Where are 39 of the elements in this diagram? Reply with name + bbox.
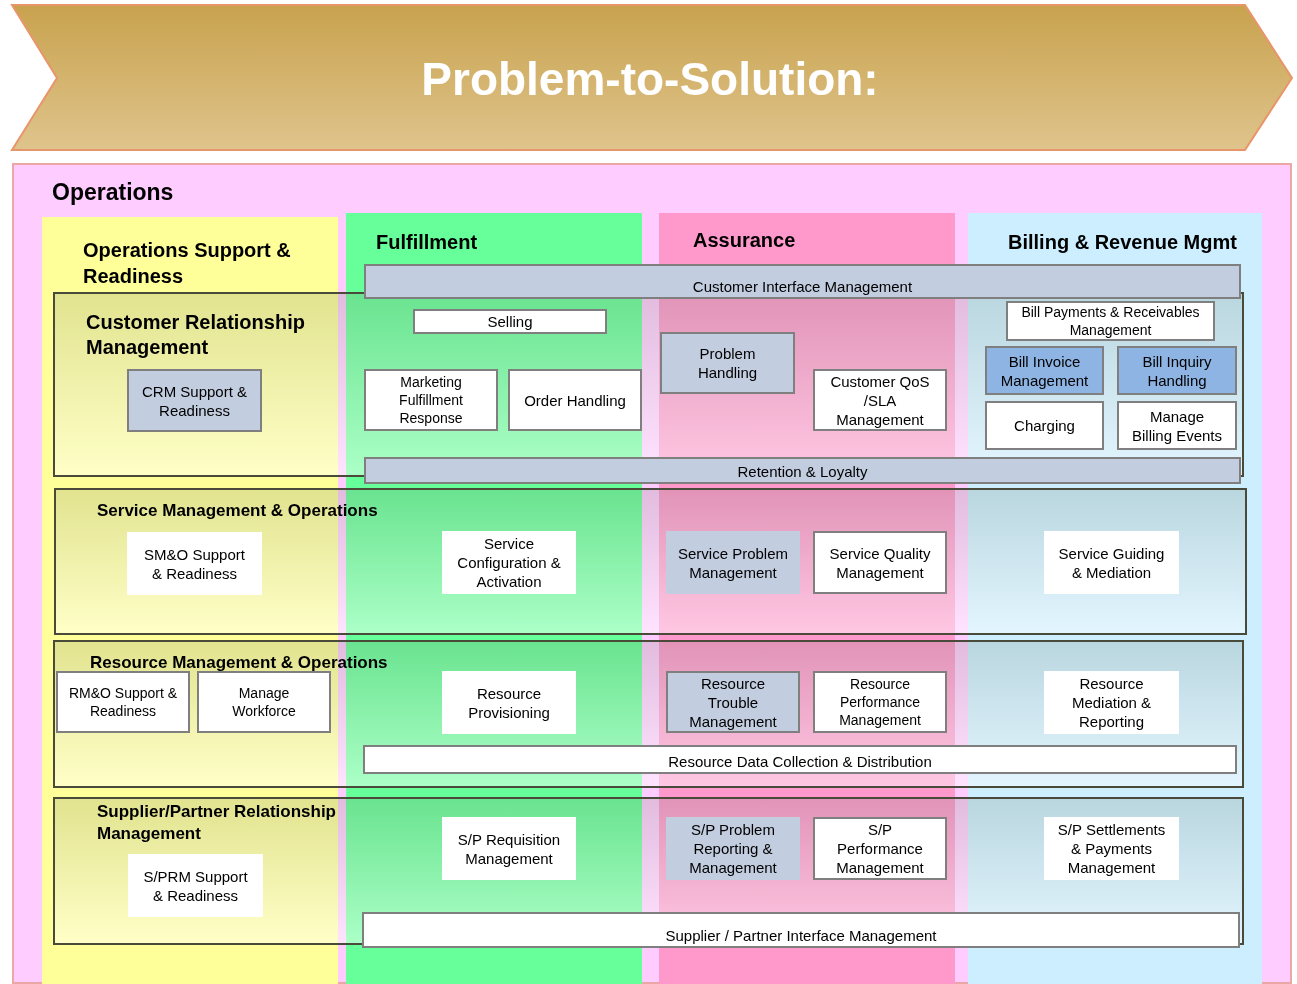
- process-box: Service Configuration & Activation: [442, 531, 576, 594]
- column-heading: Operations Support & Readiness: [83, 238, 292, 289]
- process-box: Service Problem Management: [666, 531, 800, 594]
- process-box: Bill Inquiry Handling: [1117, 346, 1237, 395]
- row-heading: Supplier/Partner Relationship Management: [97, 801, 337, 845]
- process-box: Customer QoS /SLA Management: [813, 369, 947, 431]
- process-box: Bill Invoice Management: [985, 346, 1104, 395]
- process-box: Service Quality Management: [813, 531, 947, 594]
- process-box: Order Handling: [508, 369, 642, 431]
- process-box: Selling: [413, 309, 607, 334]
- process-box: Service Guiding & Mediation: [1044, 531, 1179, 594]
- row-heading: Customer Relationship Management: [86, 310, 306, 360]
- column-heading: Assurance: [693, 228, 797, 253]
- title: Problem-to-Solution:: [421, 53, 879, 105]
- process-box: Bill Payments & Receivables Management: [1006, 301, 1215, 341]
- row-heading: Service Management & Operations: [97, 500, 379, 522]
- process-box: Manage Workforce: [197, 671, 331, 733]
- process-box: S/P Performance Management: [813, 817, 947, 880]
- process-box: S/PRM Support & Readiness: [128, 854, 263, 917]
- process-bar: Retention & Loyalty: [364, 457, 1241, 484]
- row-heading: Resource Management & Operations: [90, 652, 389, 674]
- process-bar: Customer Interface Management: [364, 264, 1241, 299]
- process-box: Resource Mediation & Reporting: [1044, 671, 1179, 734]
- process-box: Resource Performance Management: [813, 671, 947, 733]
- process-box: S/P Settlements & Payments Management: [1044, 817, 1179, 880]
- process-box: Resource Provisioning: [442, 671, 576, 734]
- process-box: Problem Handling: [660, 332, 795, 394]
- process-box: Marketing Fulfillment Response: [364, 369, 498, 431]
- process-box: RM&O Support & Readiness: [56, 671, 190, 733]
- process-box: CRM Support & Readiness: [127, 369, 262, 432]
- column-heading: Fulfillment: [376, 230, 479, 255]
- process-box: S/P Problem Reporting & Management: [666, 817, 800, 880]
- process-box: Manage Billing Events: [1117, 401, 1237, 450]
- column-heading: Billing & Revenue Mgmt: [1008, 230, 1238, 255]
- process-box: S/P Requisition Management: [442, 817, 576, 880]
- process-box: Charging: [985, 401, 1104, 450]
- process-box: Resource Trouble Management: [666, 671, 800, 733]
- process-box: SM&O Support & Readiness: [127, 532, 262, 595]
- panel-heading: Operations: [52, 179, 174, 206]
